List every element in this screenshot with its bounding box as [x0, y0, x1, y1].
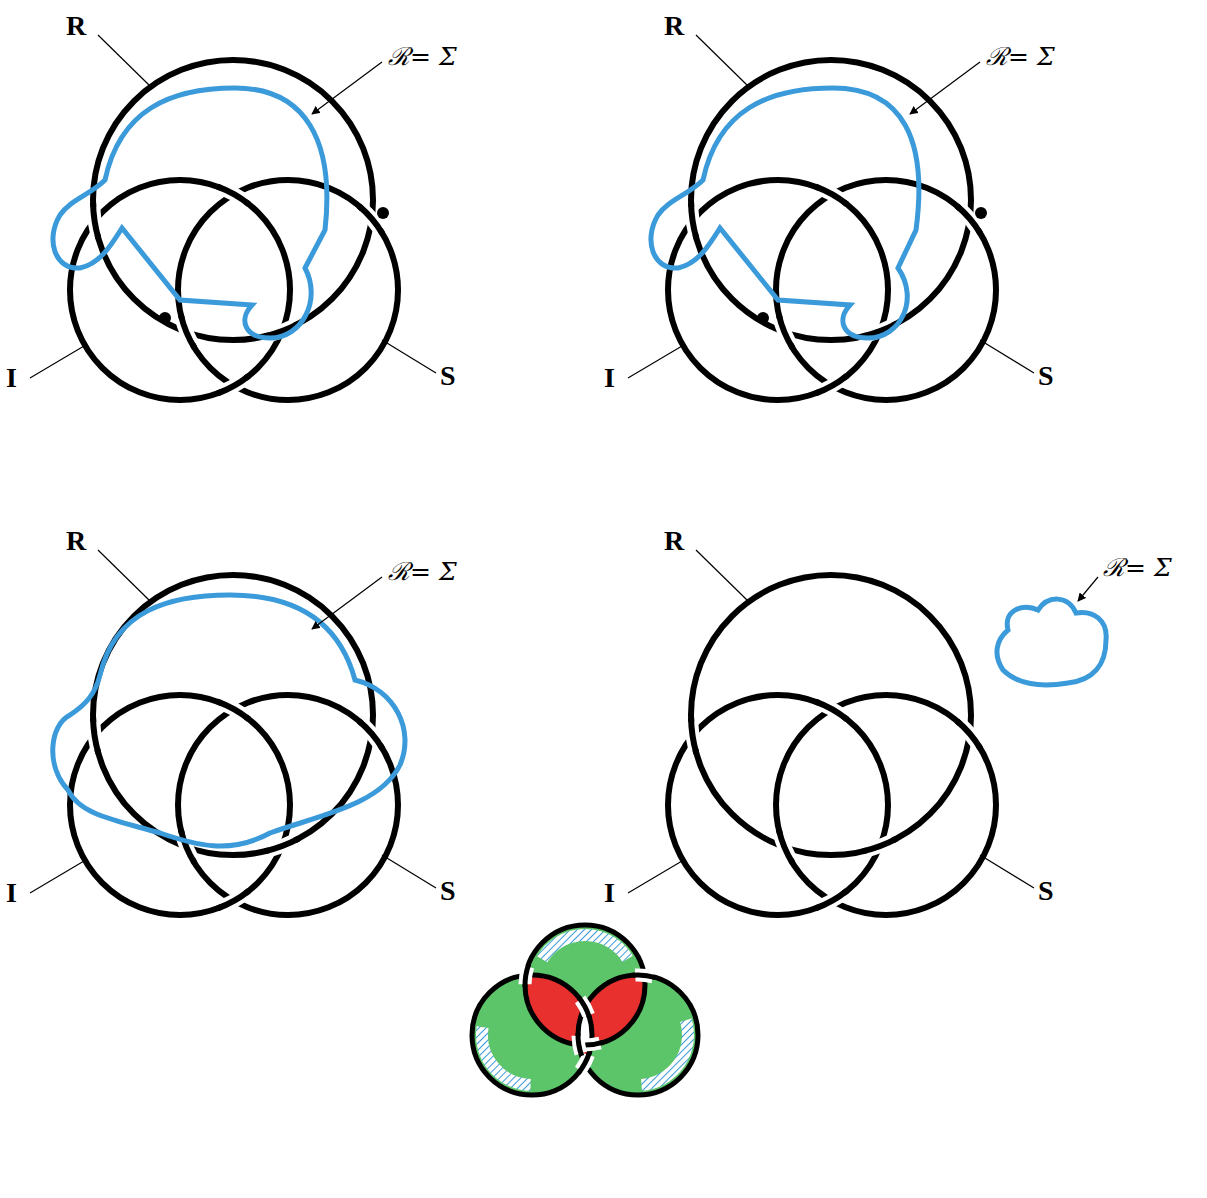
surface-curve — [651, 88, 919, 338]
crossing-over — [957, 721, 980, 749]
component-label: R — [66, 12, 86, 40]
leader-arrow — [312, 577, 382, 629]
component-label: S — [1038, 362, 1054, 390]
surface-curve — [53, 595, 405, 846]
marker-dot — [975, 207, 987, 219]
crossing-over — [691, 718, 696, 754]
red-region — [578, 975, 698, 1095]
component-label: I — [604, 364, 615, 392]
crossing-over — [815, 376, 847, 394]
crossing-over — [779, 830, 793, 863]
component-label: R — [664, 12, 684, 40]
center-region — [578, 975, 698, 1095]
leader-line — [98, 35, 150, 86]
link-panel — [30, 550, 436, 915]
crossing-over — [265, 839, 299, 852]
red-region — [472, 975, 592, 1095]
component-label: I — [6, 364, 17, 392]
leader-line — [382, 340, 436, 373]
link-component — [472, 975, 592, 1095]
marker-dot — [757, 312, 769, 324]
crossing-over — [181, 830, 195, 863]
crossing-over — [359, 721, 382, 749]
link-component — [178, 695, 398, 915]
hatched-band — [542, 935, 627, 959]
crossing-over — [815, 187, 847, 205]
leader-line — [628, 861, 682, 893]
leader-arrow — [1078, 577, 1098, 601]
link-component — [578, 975, 698, 1095]
link-panel — [628, 550, 1106, 915]
leader-line — [98, 550, 150, 601]
crossing-over — [525, 964, 529, 987]
marker-dot — [377, 207, 389, 219]
crossing-over — [217, 891, 249, 909]
crossing-over — [93, 203, 98, 239]
crossing-over — [217, 376, 249, 394]
component-label: I — [604, 879, 615, 907]
crossing-over — [863, 839, 897, 852]
leader-line — [980, 340, 1034, 373]
marker-dot — [159, 312, 171, 324]
link-component — [776, 180, 996, 400]
surface-label: ℛ= Σ — [388, 559, 457, 584]
surface-label: ℛ= Σ — [986, 44, 1055, 69]
leader-line — [30, 346, 84, 378]
coloured-surface — [472, 925, 698, 1095]
crossing-over — [779, 315, 793, 348]
link-component — [93, 60, 373, 340]
link-component — [691, 60, 971, 340]
link-component — [525, 925, 645, 1045]
leader-line — [30, 861, 84, 893]
crossing-over — [633, 975, 656, 978]
leader-line — [382, 855, 436, 888]
component-label: S — [440, 362, 456, 390]
leader-line — [628, 346, 682, 378]
component-label: R — [664, 527, 684, 555]
leader-arrow — [910, 62, 980, 114]
link-panel — [628, 35, 1034, 400]
link-component — [776, 695, 996, 915]
crossing-over — [181, 315, 195, 348]
leader-line — [696, 550, 748, 601]
component-label: S — [1038, 877, 1054, 905]
green-region — [578, 975, 698, 1095]
surface-label: ℛ= Σ — [1103, 555, 1172, 580]
surface-curve — [997, 599, 1106, 685]
leader-line — [980, 855, 1034, 888]
crossing-over — [217, 187, 249, 205]
leader-arrow — [312, 62, 382, 114]
green-region — [472, 975, 592, 1095]
surface-label: ℛ= Σ — [388, 44, 457, 69]
crossing-over — [815, 702, 847, 720]
crossing-over — [217, 702, 249, 720]
component-label: I — [6, 879, 17, 907]
crossing-over — [691, 203, 696, 239]
crossing-over — [815, 891, 847, 909]
crossing-over — [579, 997, 590, 1018]
link-component — [691, 575, 971, 855]
component-label: R — [66, 527, 86, 555]
crossing-over — [93, 718, 98, 754]
red-region — [578, 975, 698, 1095]
crossing-over — [578, 1033, 582, 1056]
surface-curve — [53, 88, 327, 338]
component-label: S — [440, 877, 456, 905]
link-component — [178, 180, 398, 400]
leader-line — [696, 35, 748, 86]
link-panel — [30, 35, 436, 400]
